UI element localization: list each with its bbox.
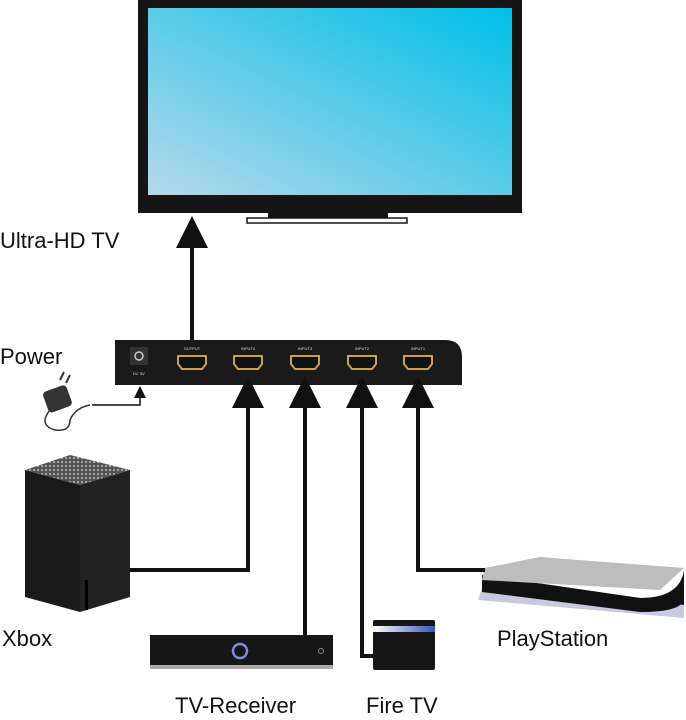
label-power: Power (0, 344, 62, 369)
hdmi-port-icon (177, 355, 207, 370)
dc-port (130, 347, 148, 365)
label-tv-receiver: TV-Receiver (175, 693, 296, 718)
tv-screen (148, 8, 512, 195)
tv-stand (268, 205, 388, 220)
label-fire-tv: Fire TV (366, 693, 438, 718)
port-label: OUTPUT (184, 346, 201, 351)
port-label: INPUT3 (298, 346, 313, 351)
hdmi-port-icon (347, 355, 377, 370)
tv (138, 0, 522, 224)
hdmi-switch: DC 5V OUTPUT INPUT4 INPUT3 INPUT2 INPUT1 (115, 340, 462, 385)
port-label: INPUT1 (411, 346, 426, 351)
port-label: INPUT4 (241, 346, 256, 351)
playstation-cable (402, 376, 485, 572)
xbox-icon (25, 455, 130, 612)
dc-label: DC 5V (133, 371, 145, 376)
fire-tv-icon (373, 620, 435, 670)
playstation-icon (478, 557, 684, 618)
port-label: INPUT2 (355, 346, 370, 351)
label-playstation: PlayStation (497, 626, 608, 651)
hdmi-port-input2: INPUT2 (347, 346, 377, 370)
hdmi-port-input3: INPUT3 (290, 346, 320, 370)
hdmi-port-icon (290, 355, 320, 370)
power-adapter-icon (43, 371, 91, 432)
hdmi-port-icon (403, 355, 433, 370)
hdmi-port-output: OUTPUT (177, 346, 207, 370)
hdmi-port-icon (233, 355, 263, 370)
label-xbox: Xbox (2, 626, 52, 651)
hdmi-port-input4: INPUT4 (233, 346, 263, 370)
xbox-cable (130, 376, 264, 572)
tv-receiver-icon (150, 635, 333, 669)
hdmi-port-input1: INPUT1 (403, 346, 433, 370)
label-ultra-hd-tv: Ultra-HD TV (0, 228, 120, 253)
fire-tv-cable (346, 376, 378, 658)
power-cable (92, 386, 146, 406)
